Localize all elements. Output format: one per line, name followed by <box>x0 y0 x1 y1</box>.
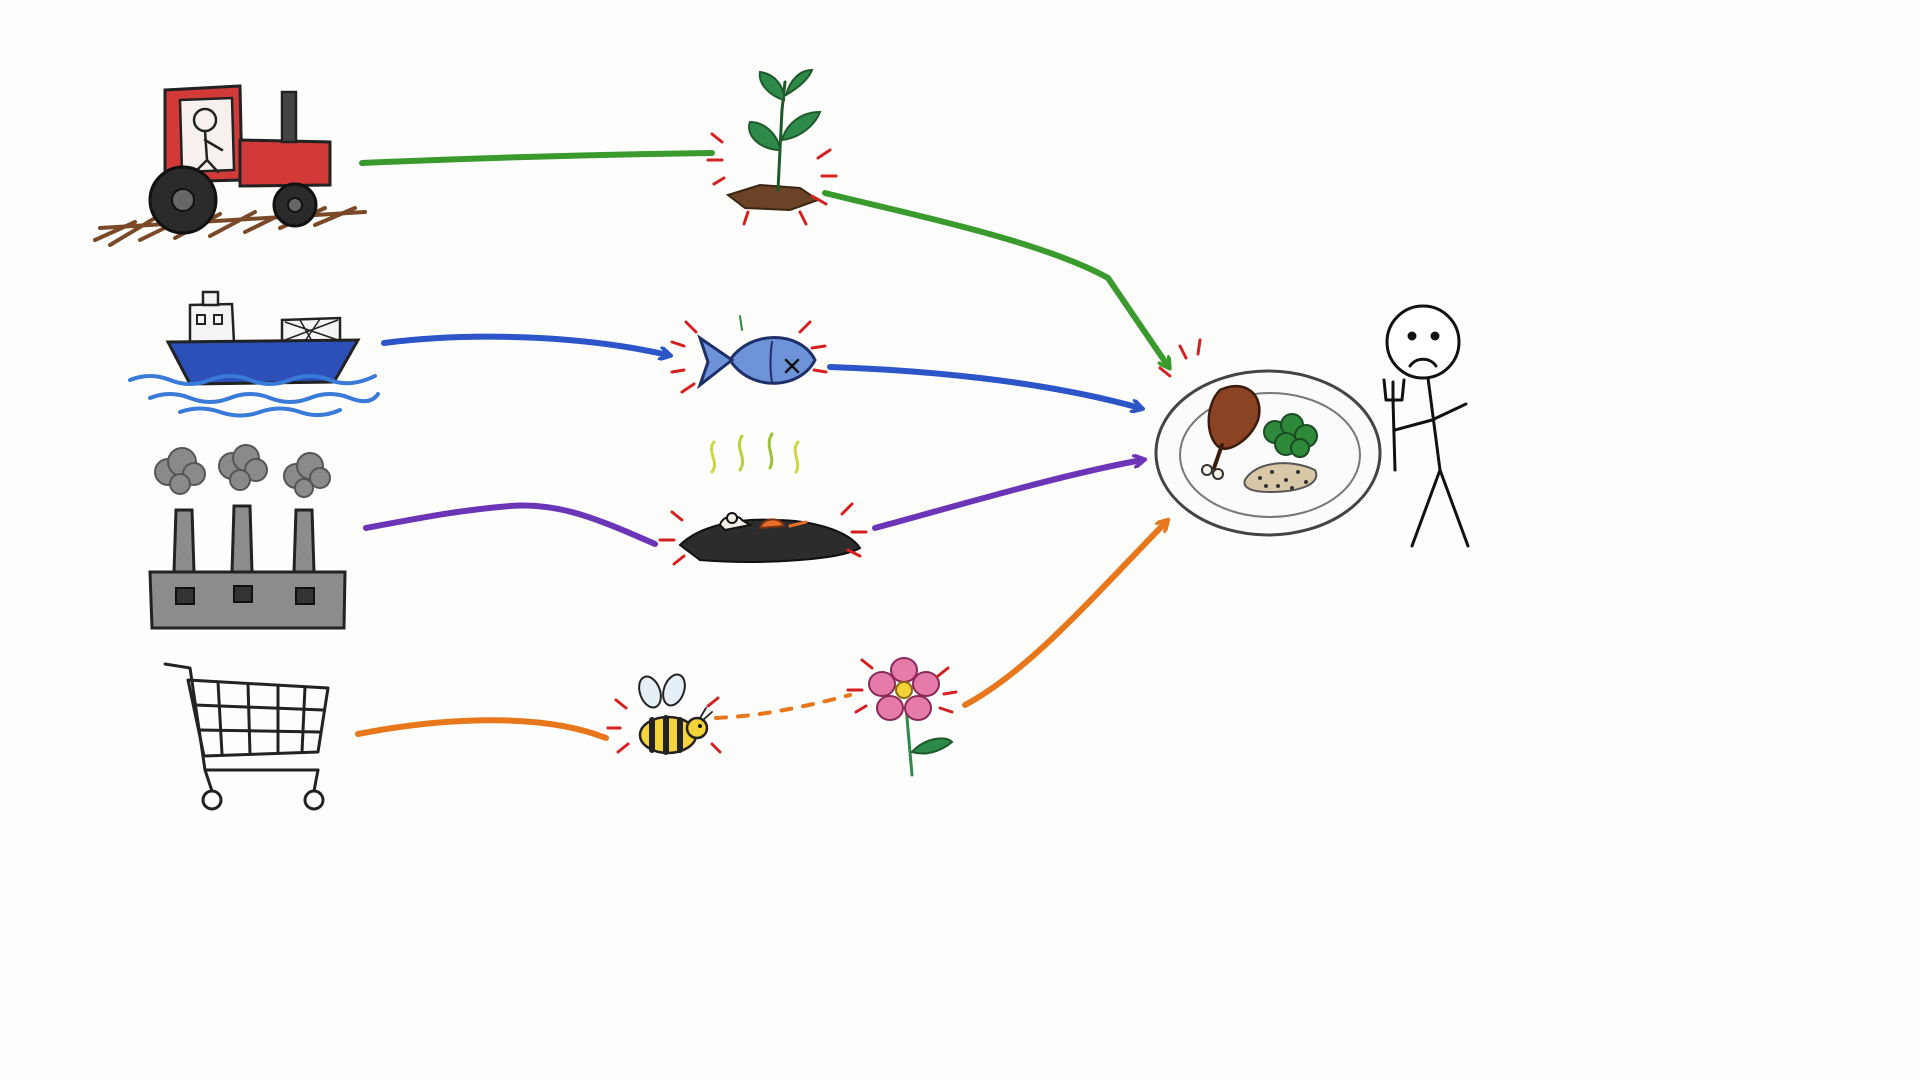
food-impact-diagram <box>93 68 1470 811</box>
tractor-icon <box>93 84 367 247</box>
sprout-warning-marks <box>706 132 838 226</box>
factory-icon <box>148 444 347 630</box>
plate-warning-marks <box>1158 338 1202 378</box>
shopping-cart-icon <box>163 662 330 811</box>
fish-warning-marks <box>670 320 828 394</box>
dead-fish-icon <box>696 315 817 390</box>
bee-warning-marks <box>606 696 722 754</box>
fishing-boat-icon <box>128 290 380 418</box>
soil-warning-marks <box>658 502 868 566</box>
food-plate-icon <box>1154 369 1382 537</box>
diagram-canvas <box>93 68 1470 811</box>
fishing-flow-arrow <box>381 333 1140 408</box>
flower-icon <box>868 657 954 777</box>
flower-warning-marks <box>846 658 958 714</box>
sad-person-icon <box>1382 304 1470 548</box>
sprout-icon <box>725 68 822 212</box>
consumption-flow-arrow <box>355 522 1166 741</box>
bee-icon <box>638 673 713 755</box>
industry-flow-arrow <box>363 460 1142 547</box>
polluted-soil-icon <box>678 432 862 563</box>
farming-flow-arrow <box>359 150 1168 366</box>
